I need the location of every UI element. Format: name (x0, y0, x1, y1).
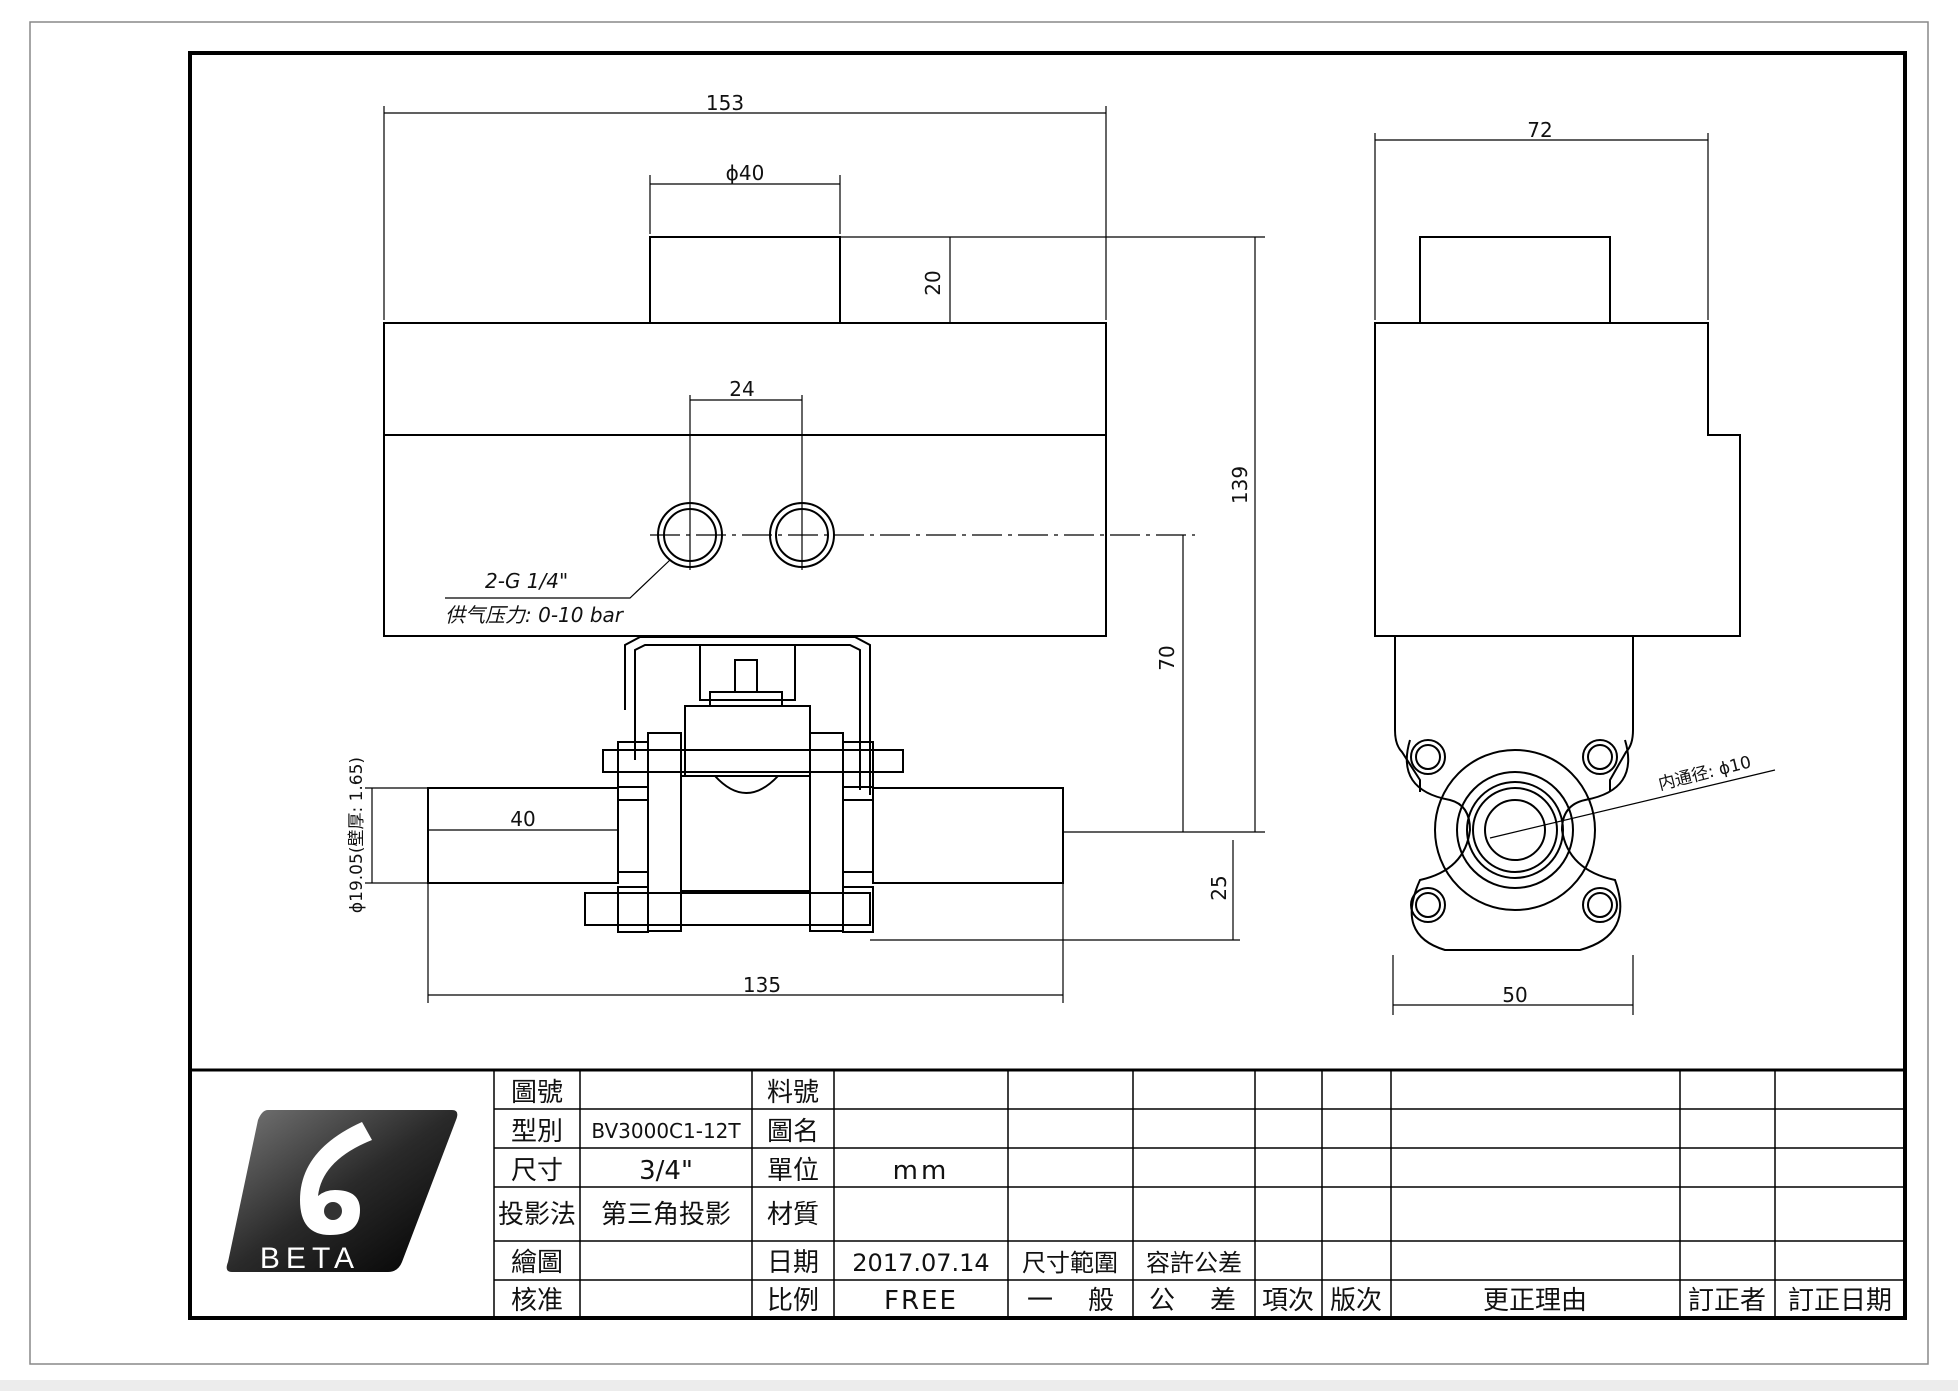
tb-drawing-no-label: 圖號 (511, 1078, 563, 1108)
tb-reason-label: 更正理由 (1483, 1286, 1587, 1316)
tie-rod-top (602, 749, 904, 773)
valve-bonnet (684, 705, 811, 777)
dim-overall-width: 153 (706, 91, 744, 115)
tb-tolerance-label: 容許公差 (1146, 1249, 1242, 1277)
bore-ring-outer (1434, 749, 1596, 911)
tb-projection-value: 第三角投影 (601, 1200, 731, 1230)
tb-date-value: 2017.07.14 (852, 1249, 989, 1277)
tb-unit-label: 單位 (767, 1156, 819, 1186)
tb-version-label: 版次 (1330, 1286, 1382, 1316)
flange-left (647, 732, 682, 932)
tb-scale-value: FREE (884, 1286, 958, 1316)
mount-hole-tl (1410, 739, 1446, 775)
tb-general-tol-1: 一 (1027, 1286, 1053, 1316)
dim-boss-height: 20 (921, 270, 945, 295)
tb-size-range-label: 尺寸範圍 (1022, 1249, 1118, 1277)
dim-pipe-height: 25 (1207, 875, 1231, 900)
side-view (1374, 236, 1741, 951)
dim-side-flange: 50 (1502, 983, 1527, 1007)
tb-date-label: 日期 (767, 1248, 819, 1278)
tb-projection-label: 投影法 (498, 1200, 576, 1230)
tb-size-label: 尺寸 (511, 1156, 563, 1186)
beta-logo: BETA (226, 1110, 458, 1275)
tb-material-label: 材質 (767, 1200, 819, 1230)
dim-side-width: 72 (1527, 118, 1552, 142)
dim-actuator-boss: ϕ40 (726, 161, 765, 185)
stem (734, 659, 758, 693)
mount-hole-br (1582, 887, 1618, 923)
stem-coupler (699, 644, 796, 701)
tb-general-tol-2: 般 (1088, 1286, 1114, 1316)
tb-item-label: 項次 (1262, 1286, 1314, 1316)
side-actuator-body (1374, 322, 1741, 637)
mount-hole-tr (1582, 739, 1618, 775)
front-view-dimensions (365, 106, 1265, 1003)
tb-unit-value: mm (893, 1156, 950, 1186)
tb-general-tol-3: 公 (1149, 1286, 1175, 1316)
tb-part-no-label: 料號 (767, 1078, 819, 1108)
dim-pipe-diameter: ϕ19.05(壁厚: 1.65) (347, 757, 367, 913)
flange-bolt-right-top (842, 741, 874, 788)
dim-overall-length: 135 (743, 973, 781, 997)
side-flange (1405, 739, 1630, 951)
pipe-stub-right (872, 787, 1064, 884)
dim-pipe-stub: 40 (510, 807, 535, 831)
logo-swirl-icon (300, 1122, 372, 1235)
mounting-bracket-inner (634, 644, 861, 790)
flange-bolt-left-bottom (617, 886, 649, 933)
tb-drawing-name-label: 圖名 (767, 1117, 819, 1147)
tb-scale-label: 比例 (767, 1286, 819, 1316)
dim-port-spacing: 24 (729, 377, 754, 401)
pipe-stub-left (427, 787, 619, 884)
side-bracket (1394, 636, 1421, 792)
pressure-label: 供气压力: 0-10 bar (445, 603, 625, 627)
tb-drawn-label: 繪圖 (511, 1248, 563, 1278)
drawing-frame (188, 51, 1907, 1320)
flange-bolt-right-bottom (842, 886, 874, 933)
tb-revised-by-label: 訂正者 (1688, 1286, 1766, 1316)
tb-revision-date-label: 訂正日期 (1788, 1286, 1892, 1316)
pipe-collar-right (842, 799, 874, 873)
logo-text: BETA (260, 1242, 360, 1275)
side-actuator-boss (1419, 236, 1611, 324)
side-view-dimensions (1374, 133, 1776, 1015)
tb-model-label: 型別 (511, 1117, 563, 1147)
tb-size-value: 3/4" (639, 1156, 693, 1186)
pipe-collar-left (617, 799, 649, 873)
sheet-outer-border (29, 21, 1929, 1365)
bore (1484, 799, 1546, 861)
bore-label: 内通径: ϕ10 (1656, 752, 1753, 794)
tb-general-tol-4: 差 (1210, 1286, 1236, 1316)
tb-model-value: BV3000C1-12T (591, 1119, 741, 1143)
bottom-strip (0, 1380, 1958, 1391)
dim-total-height: 139 (1228, 466, 1252, 504)
ball-curve (714, 775, 779, 794)
flange-right (809, 732, 844, 932)
port-label: 2-G 1/4" (485, 569, 568, 593)
tie-rod-bottom (584, 892, 871, 926)
tb-approved-label: 核准 (511, 1286, 563, 1316)
mount-hole-bl (1410, 887, 1446, 923)
actuator-boss (649, 236, 841, 324)
flange-bolt-left-top (617, 741, 649, 788)
valve-body (680, 775, 811, 892)
title-block-grid (493, 1070, 1905, 1318)
mounting-bracket (624, 636, 871, 795)
dim-port-height: 70 (1155, 645, 1179, 670)
